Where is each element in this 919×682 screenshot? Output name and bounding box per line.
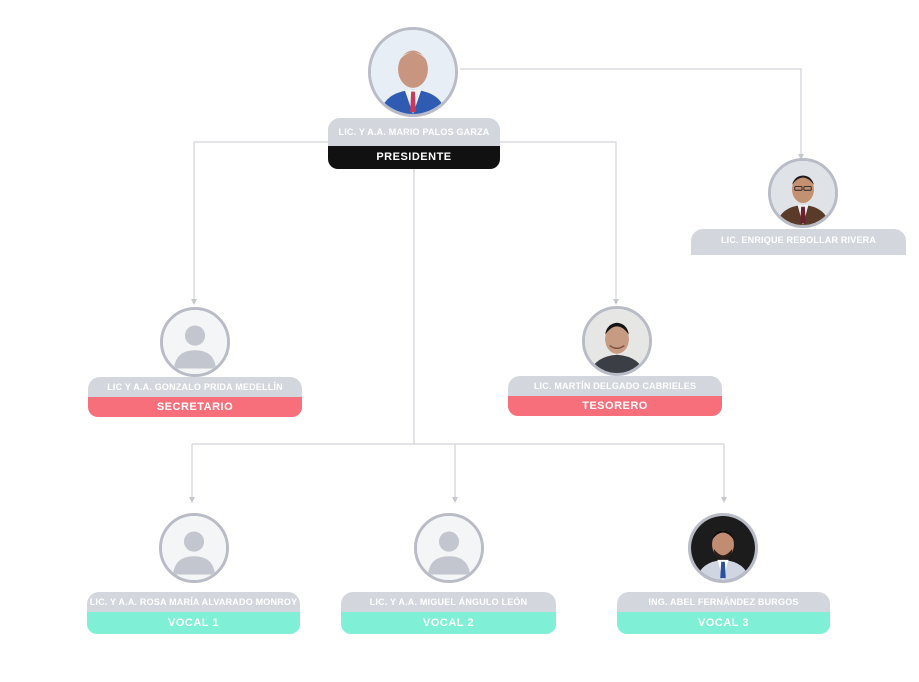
person-silhouette-icon	[160, 307, 230, 377]
person-photo-icon	[688, 513, 758, 583]
vocal1-role: VOCAL 1	[87, 612, 300, 634]
advisor-name: LIC. ENRIQUE REBOLLAR RIVERA	[691, 229, 906, 255]
person-silhouette-icon	[414, 513, 484, 583]
vocal1-name: LIC. Y A.A. ROSA MARÍA ALVARADO MONROY	[87, 592, 300, 612]
secretary-name: LIC Y A.A. GONZALO PRIDA MEDELLÍN	[88, 377, 302, 397]
connector-president-advisor	[460, 68, 804, 160]
treasurer-name: LIC. MARTÍN DELGADO CABRIELES	[508, 376, 722, 396]
secretary-role: SECRETARIO	[88, 397, 302, 417]
treasurer-role: TESORERO	[508, 396, 722, 416]
person-photo-icon	[582, 306, 652, 376]
vocal2-role: VOCAL 2	[341, 612, 556, 634]
vocal2-name: LIC. Y A.A. MIGUEL ÁNGULO LEÓN	[341, 592, 556, 612]
person-photo-icon	[368, 27, 458, 117]
person-silhouette-icon	[159, 513, 229, 583]
vocal3-role: VOCAL 3	[617, 612, 830, 634]
vocal3-name: ING. ABEL FERNÁNDEZ BURGOS	[617, 592, 830, 612]
connector-president-treasurer	[498, 141, 619, 305]
president-role: PRESIDENTE	[328, 146, 500, 169]
president-name: LIC. Y A.A. MARIO PALOS GARZA	[328, 118, 500, 146]
connector-president-secretary	[191, 141, 330, 305]
person-photo-icon	[768, 158, 838, 228]
